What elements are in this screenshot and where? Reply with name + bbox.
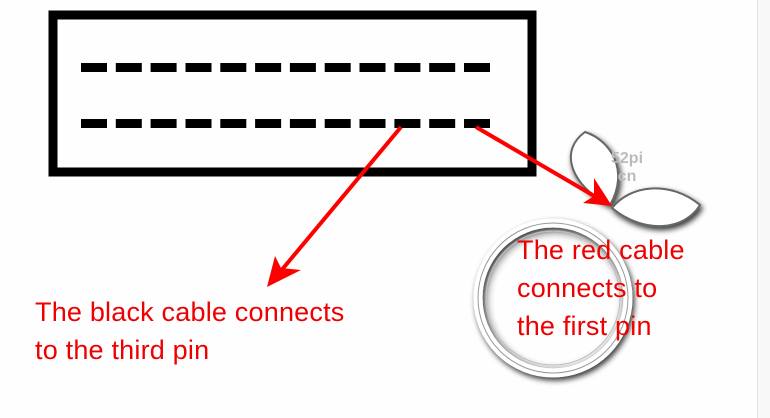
pin [220, 119, 247, 128]
leaf-icon [569, 130, 620, 207]
pin [185, 119, 212, 128]
annotation-red-cable: The red cable connects to the first pin [517, 231, 685, 345]
pin [394, 63, 421, 72]
pin [289, 119, 316, 128]
arrowhead-icon [267, 256, 301, 287]
pin [359, 119, 386, 128]
scrollbar-track [757, 0, 770, 418]
pin [324, 63, 351, 72]
arrow-black-cable [267, 125, 403, 287]
pin [464, 63, 490, 72]
watermark-logo [473, 130, 702, 378]
pin [324, 119, 351, 128]
pin [185, 63, 212, 72]
pin [429, 63, 456, 72]
pin [115, 63, 142, 72]
pin [394, 119, 421, 128]
pin [81, 63, 107, 72]
annotation-line: to the third pin [35, 335, 210, 365]
pin [255, 119, 282, 128]
watermark-text: 52pi cn [611, 150, 643, 186]
arrow-red-cable [474, 125, 612, 206]
pin [359, 63, 386, 72]
annotation-line: the first pin [517, 311, 652, 341]
pin [464, 119, 490, 128]
pin [289, 63, 316, 72]
pin [255, 63, 282, 72]
pin [115, 119, 142, 128]
connector-housing [48, 10, 537, 177]
arrowhead-icon [583, 178, 612, 206]
watermark-line: cn [617, 168, 637, 185]
leaf-icon [610, 187, 702, 228]
pin-row-top [81, 63, 490, 72]
pin [81, 119, 107, 128]
annotation-line: The red cable [517, 235, 685, 265]
annotation-line: The black cable connects [35, 297, 345, 327]
pin [220, 63, 247, 72]
pin [429, 119, 456, 128]
pin-row-bottom [81, 119, 490, 128]
annotation-black-cable: The black cable connects to the third pi… [35, 293, 344, 369]
annotation-line: connects to [517, 273, 658, 303]
watermark-line: 52pi [611, 150, 644, 167]
pin [150, 63, 177, 72]
pin [150, 119, 177, 128]
